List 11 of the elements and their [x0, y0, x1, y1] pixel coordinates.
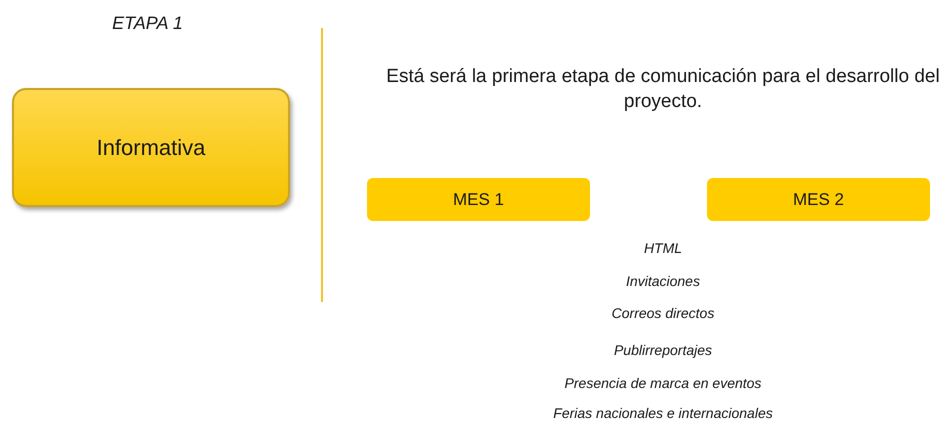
- list-item: Presencia de marca en eventos: [564, 374, 762, 393]
- list-item: HTML: [642, 239, 684, 258]
- description-text: Está será la primera etapa de comunicación para el desarrollo del proyecto.: [385, 65, 941, 114]
- stage-box: MES 1: [367, 178, 590, 221]
- stage-box: Informativa: [12, 88, 290, 207]
- list-item: Invitaciones: [625, 272, 701, 291]
- list-item: Ferias nacionales e internacionales: [552, 404, 774, 423]
- stage-box: MES 2: [707, 178, 930, 221]
- list-item: Correos directos: [610, 304, 716, 323]
- list-item: Publirreportajes: [612, 341, 714, 360]
- stage-heading: ETAPA 1: [111, 12, 184, 35]
